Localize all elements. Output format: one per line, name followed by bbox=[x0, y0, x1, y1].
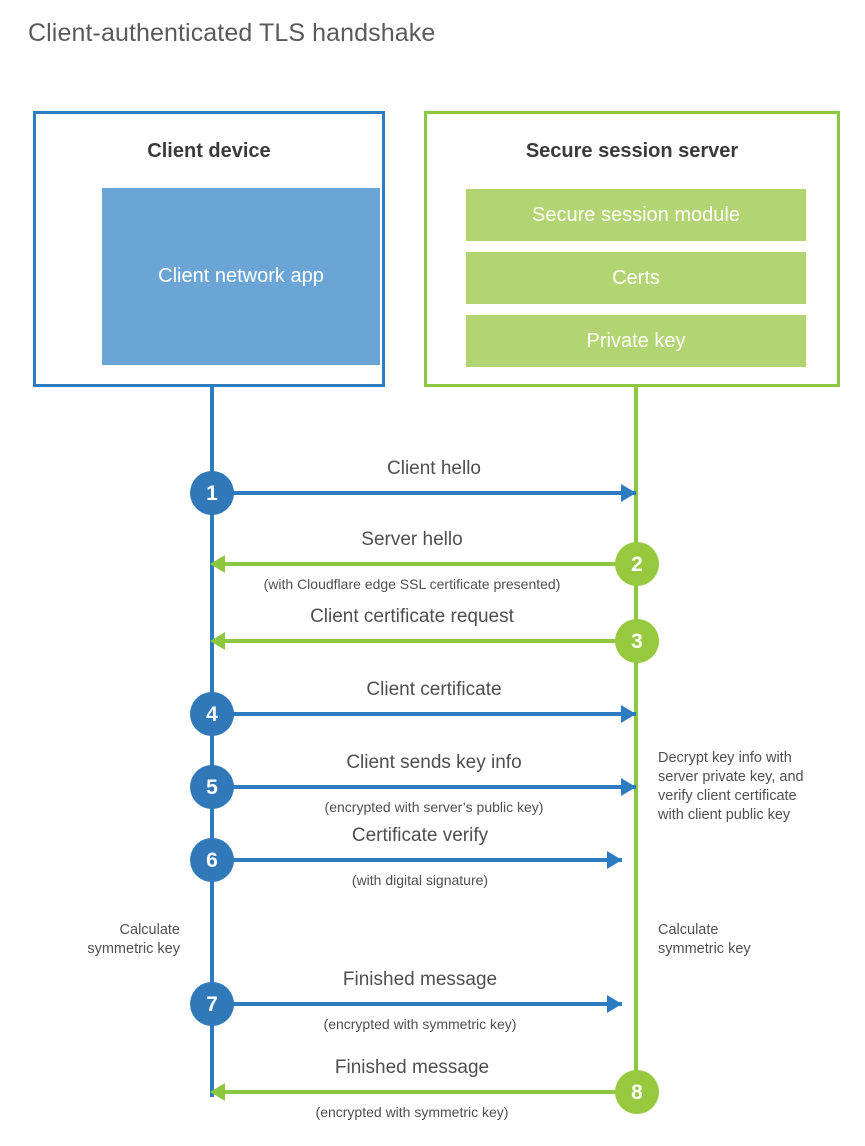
arrow-head-left-icon bbox=[210, 555, 225, 573]
step-circle-4: 4 bbox=[190, 692, 234, 736]
step-circle-8: 8 bbox=[615, 1070, 659, 1114]
message-label-3: Client certificate request bbox=[310, 606, 514, 627]
arrow-shaft-1 bbox=[212, 491, 636, 495]
client-lifeline bbox=[210, 387, 214, 1097]
secure-session-server-box: Secure session server Secure session mod… bbox=[424, 111, 840, 387]
note-line: Calculate bbox=[658, 922, 719, 938]
step-circle-3: 3 bbox=[615, 619, 659, 663]
message-label-4: Client certificate bbox=[366, 679, 502, 700]
arrow-head-right-icon bbox=[621, 705, 636, 723]
message-sublabel-6: (with digital signature) bbox=[351, 872, 489, 888]
server-block-private-key: Private key bbox=[466, 315, 806, 367]
message-label-1: Client hello bbox=[387, 458, 481, 479]
page-title: Client-authenticated TLS handshake bbox=[28, 19, 436, 47]
note-line: Decrypt key info with bbox=[658, 750, 792, 766]
message-label-6: Certificate verify bbox=[351, 825, 489, 846]
message-sublabel-5: (encrypted with server’s public key) bbox=[324, 799, 544, 815]
server-block-certs: Certs bbox=[466, 252, 806, 304]
message-sublabel-2: (with Cloudflare edge SSL certificate pr… bbox=[263, 576, 561, 592]
step-circle-2: 2 bbox=[615, 542, 659, 586]
note-line: Calculate bbox=[119, 922, 180, 938]
server-block-secure-session-module: Secure session module bbox=[466, 189, 806, 241]
step-circle-7: 7 bbox=[190, 982, 234, 1026]
step-circle-5: 5 bbox=[190, 765, 234, 809]
note-line: symmetric key bbox=[658, 941, 751, 957]
note-line: server private key, and bbox=[658, 769, 804, 785]
note-decrypt-key-info: Decrypt key info with server private key… bbox=[658, 749, 848, 825]
message-label-2: Server hello bbox=[361, 529, 463, 550]
arrow-head-right-icon bbox=[621, 484, 636, 502]
client-device-box: Client device Client network app bbox=[33, 111, 385, 387]
arrow-head-right-icon bbox=[607, 995, 622, 1013]
arrow-shaft-5 bbox=[212, 785, 636, 789]
arrow-shaft-6 bbox=[212, 858, 622, 862]
note-line: symmetric key bbox=[87, 941, 180, 957]
note-line: with client public key bbox=[658, 807, 791, 823]
message-label-7: Finished message bbox=[342, 969, 498, 990]
message-sublabel-7: (encrypted with symmetric key) bbox=[323, 1016, 517, 1032]
server-lifeline bbox=[634, 387, 638, 1092]
arrow-shaft-7 bbox=[212, 1002, 622, 1006]
arrow-head-right-icon bbox=[607, 851, 622, 869]
arrow-shaft-3 bbox=[225, 639, 636, 643]
arrow-head-left-icon bbox=[210, 632, 225, 650]
message-sublabel-8: (encrypted with symmetric key) bbox=[315, 1104, 509, 1120]
arrow-head-left-icon bbox=[210, 1083, 225, 1101]
note-client-calculate-symmetric-key: Calculate symmetric key bbox=[20, 921, 180, 959]
step-circle-1: 1 bbox=[190, 471, 234, 515]
arrow-shaft-8 bbox=[225, 1090, 636, 1094]
step-circle-6: 6 bbox=[190, 838, 234, 882]
client-device-title: Client device bbox=[147, 140, 271, 162]
secure-session-server-title: Secure session server bbox=[525, 140, 739, 162]
note-server-calculate-symmetric-key: Calculate symmetric key bbox=[658, 921, 838, 959]
message-label-8: Finished message bbox=[334, 1057, 490, 1078]
client-network-app-block: Client network app bbox=[102, 188, 380, 365]
message-label-5: Client sends key info bbox=[346, 752, 522, 773]
note-line: verify client certificate bbox=[658, 788, 797, 804]
arrow-head-right-icon bbox=[621, 778, 636, 796]
arrow-shaft-2 bbox=[225, 562, 636, 566]
arrow-shaft-4 bbox=[212, 712, 636, 716]
